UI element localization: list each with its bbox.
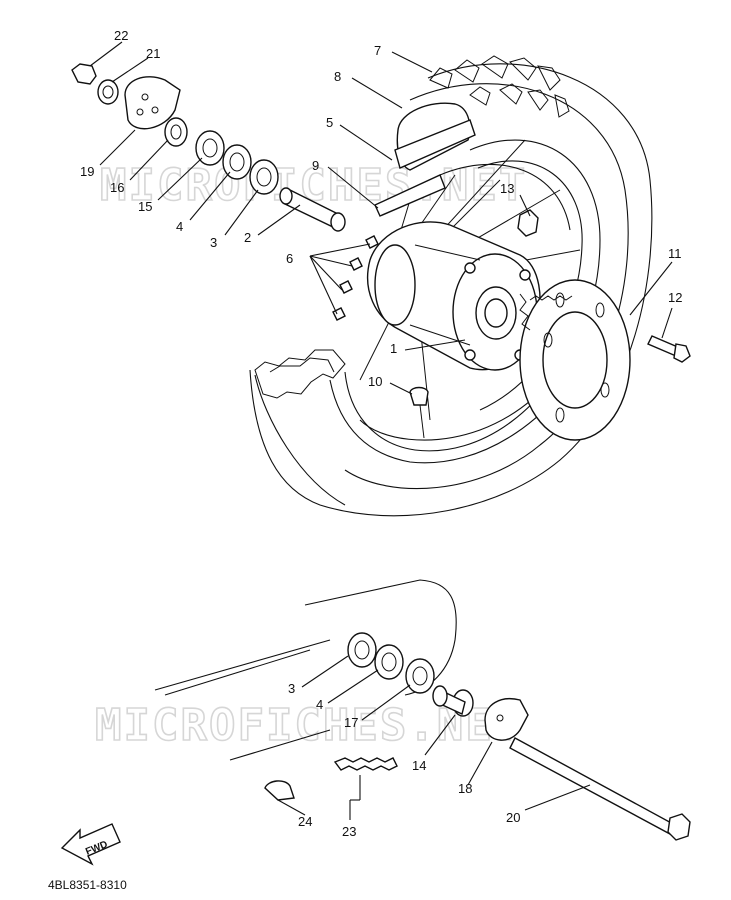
- rear-sprocket: [519, 279, 631, 441]
- leader-lines: [89, 41, 673, 820]
- wheel-hub: [366, 221, 541, 371]
- callout-19: 19: [80, 164, 94, 179]
- hub-bolts: [332, 235, 379, 321]
- callout-labels: 22 21 19 16 15 4 3 2 7 8 5 9 13 6 1 10 1…: [80, 28, 682, 839]
- part-code: 4BL8351-8310: [48, 878, 127, 892]
- spoke-nipple: [517, 209, 539, 237]
- callout-9: 9: [312, 158, 319, 173]
- callout-21: 21: [146, 46, 160, 61]
- tube-rimband: [374, 102, 476, 217]
- callout-13: 13: [500, 181, 514, 196]
- callout-17: 17: [344, 715, 358, 730]
- callout-7: 7: [374, 43, 381, 58]
- callout-15: 15: [138, 199, 152, 214]
- callout-23: 23: [342, 824, 356, 839]
- upper-axle-stack: [71, 63, 346, 232]
- callout-20: 20: [506, 810, 520, 825]
- valve-cap: [409, 386, 429, 406]
- callout-4-top: 4: [176, 219, 183, 234]
- callout-8: 8: [334, 69, 341, 84]
- callout-3-bottom: 3: [288, 681, 295, 696]
- callout-14: 14: [412, 758, 426, 773]
- callout-2: 2: [244, 230, 251, 245]
- callout-3-top: 3: [210, 235, 217, 250]
- callout-1: 1: [390, 341, 397, 356]
- callout-24: 24: [298, 814, 312, 829]
- callout-5: 5: [326, 115, 333, 130]
- callout-12: 12: [668, 290, 682, 305]
- callout-18: 18: [458, 781, 472, 796]
- callout-22: 22: [114, 28, 128, 43]
- fwd-arrow: FWD: [60, 823, 121, 866]
- callout-11: 11: [668, 246, 682, 261]
- callout-4-bottom: 4: [316, 697, 323, 712]
- callout-6: 6: [286, 251, 293, 266]
- callout-16: 16: [110, 180, 124, 195]
- callout-10: 10: [368, 374, 382, 389]
- lower-axle-stack: [154, 579, 691, 841]
